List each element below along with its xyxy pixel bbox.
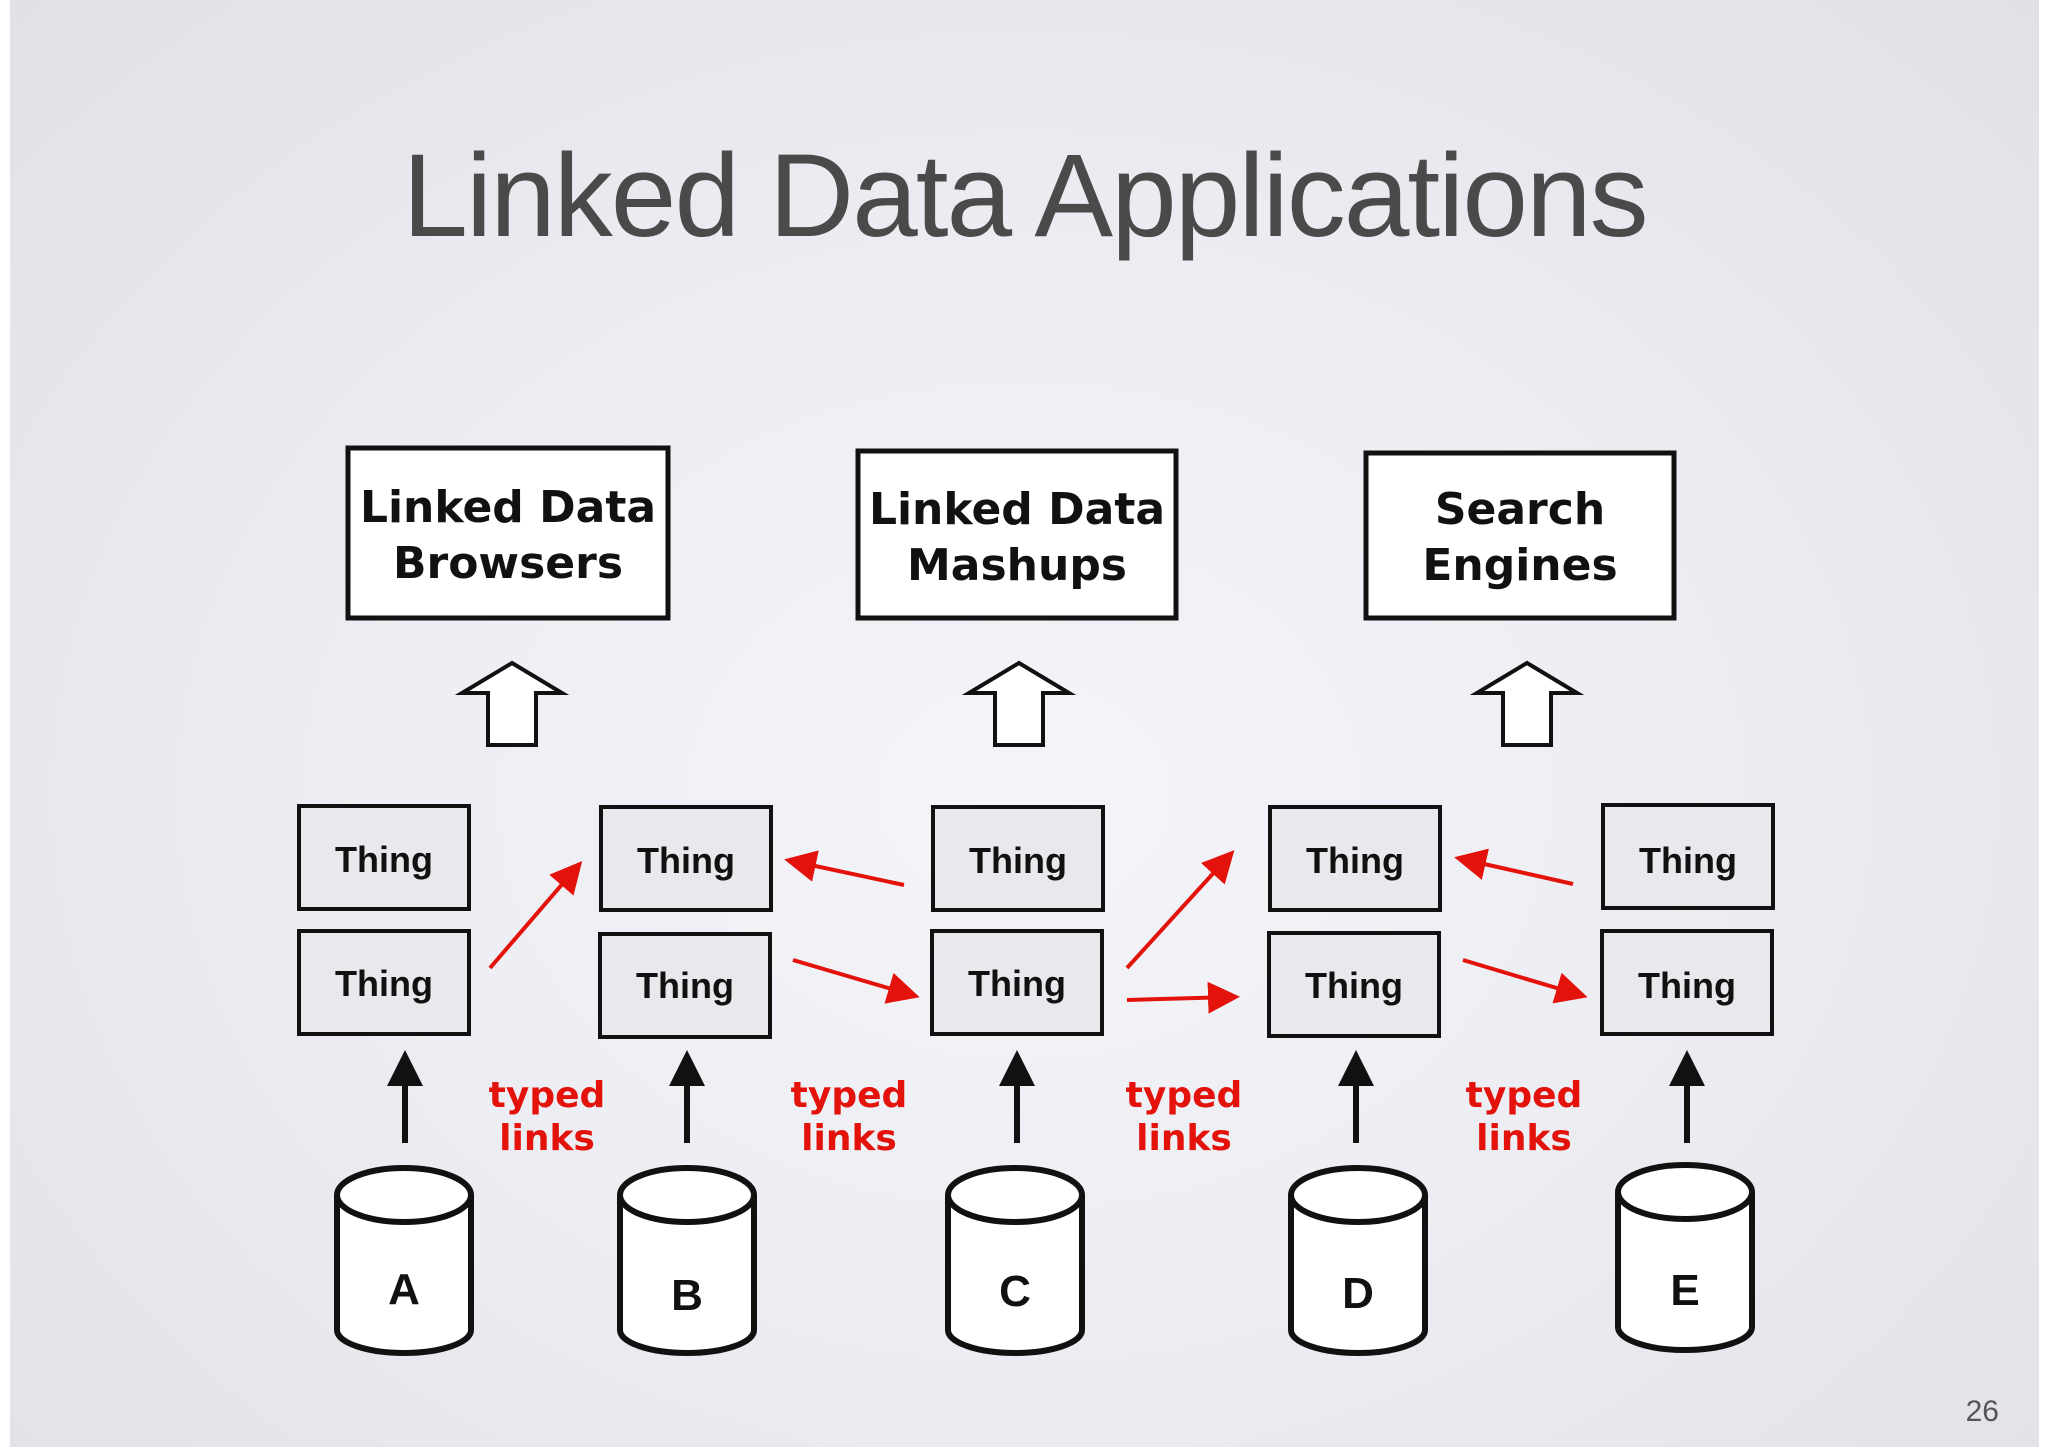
thing-label: Thing — [335, 839, 433, 880]
thing-label: Thing — [1306, 840, 1404, 881]
app-box-mashups: Linked Data Mashups — [855, 448, 1179, 621]
typed-links-line1: typed — [1126, 1075, 1243, 1116]
hollow-up-arrow-1 — [454, 660, 570, 747]
typed-links-line1: typed — [489, 1075, 606, 1116]
database-c: C — [945, 1165, 1085, 1356]
typed-links-line1: typed — [1466, 1075, 1583, 1116]
database-label: A — [388, 1265, 420, 1314]
database-label: E — [1670, 1266, 1699, 1315]
typed-link-arrow — [1125, 850, 1235, 970]
thing-box: Thing — [931, 805, 1105, 912]
database-d: D — [1288, 1165, 1428, 1356]
slide-title: Linked Data Applications — [402, 130, 1648, 262]
thing-box: Thing — [1267, 931, 1441, 1038]
thing-label: Thing — [637, 840, 735, 881]
thing-label: Thing — [969, 840, 1067, 881]
app-box-mashups-line2: Mashups — [907, 540, 1127, 591]
page-number: 26 — [1965, 1395, 1999, 1428]
typed-links-label: typed links — [791, 1075, 908, 1159]
thing-label: Thing — [636, 965, 734, 1006]
thing-box: Thing — [297, 804, 471, 911]
app-box-mashups-line1: Linked Data — [869, 484, 1165, 535]
thing-box: Thing — [1600, 929, 1774, 1036]
database-label: C — [999, 1267, 1031, 1316]
typed-link-arrow — [488, 860, 583, 970]
typed-links-line2: links — [1476, 1118, 1572, 1159]
thing-box: Thing — [598, 932, 772, 1039]
app-box-search-engines-line2: Engines — [1422, 540, 1617, 591]
thing-box: Thing — [599, 805, 773, 912]
linked-data-diagram: Linked Data Browsers Linked Data Mashups… — [297, 445, 1775, 1356]
database-a: A — [334, 1165, 474, 1356]
database-b: B — [617, 1165, 757, 1356]
thing-label: Thing — [335, 963, 433, 1004]
thing-label: Thing — [1639, 840, 1737, 881]
typed-links-line2: links — [1136, 1118, 1232, 1159]
typed-links-label: typed links — [1126, 1075, 1243, 1159]
database-label: B — [671, 1271, 703, 1320]
typed-links-line2: links — [801, 1118, 897, 1159]
typed-link-arrow — [784, 850, 905, 887]
thing-box: Thing — [930, 929, 1104, 1036]
database-e: E — [1615, 1162, 1755, 1353]
typed-link-arrow — [1126, 981, 1240, 1014]
typed-links-line1: typed — [791, 1075, 908, 1116]
app-box-browsers-line2: Browsers — [393, 538, 623, 589]
thing-label: Thing — [1305, 965, 1403, 1006]
app-box-search-engines-line1: Search — [1435, 484, 1605, 535]
typed-link-arrow — [1462, 958, 1588, 1004]
typed-links-label: typed links — [489, 1075, 606, 1159]
thing-label: Thing — [968, 963, 1066, 1004]
thing-box: Thing — [297, 929, 471, 1036]
typed-links-line2: links — [499, 1118, 595, 1159]
typed-link-arrow — [792, 958, 920, 1004]
app-box-browsers-line1: Linked Data — [360, 482, 656, 533]
slide: Linked Data Applications Linked Data Bro… — [10, 0, 2039, 1447]
typed-links-label: typed links — [1466, 1075, 1583, 1159]
thing-label: Thing — [1638, 965, 1736, 1006]
typed-link-arrow — [1454, 848, 1574, 886]
thing-box: Thing — [1601, 803, 1775, 910]
hollow-up-arrow-3 — [1469, 660, 1585, 747]
database-label: D — [1342, 1269, 1374, 1318]
app-box-search-engines: Search Engines — [1363, 450, 1677, 621]
thing-box: Thing — [1268, 805, 1442, 912]
app-box-browsers: Linked Data Browsers — [345, 445, 671, 621]
hollow-up-arrow-2 — [961, 660, 1077, 747]
